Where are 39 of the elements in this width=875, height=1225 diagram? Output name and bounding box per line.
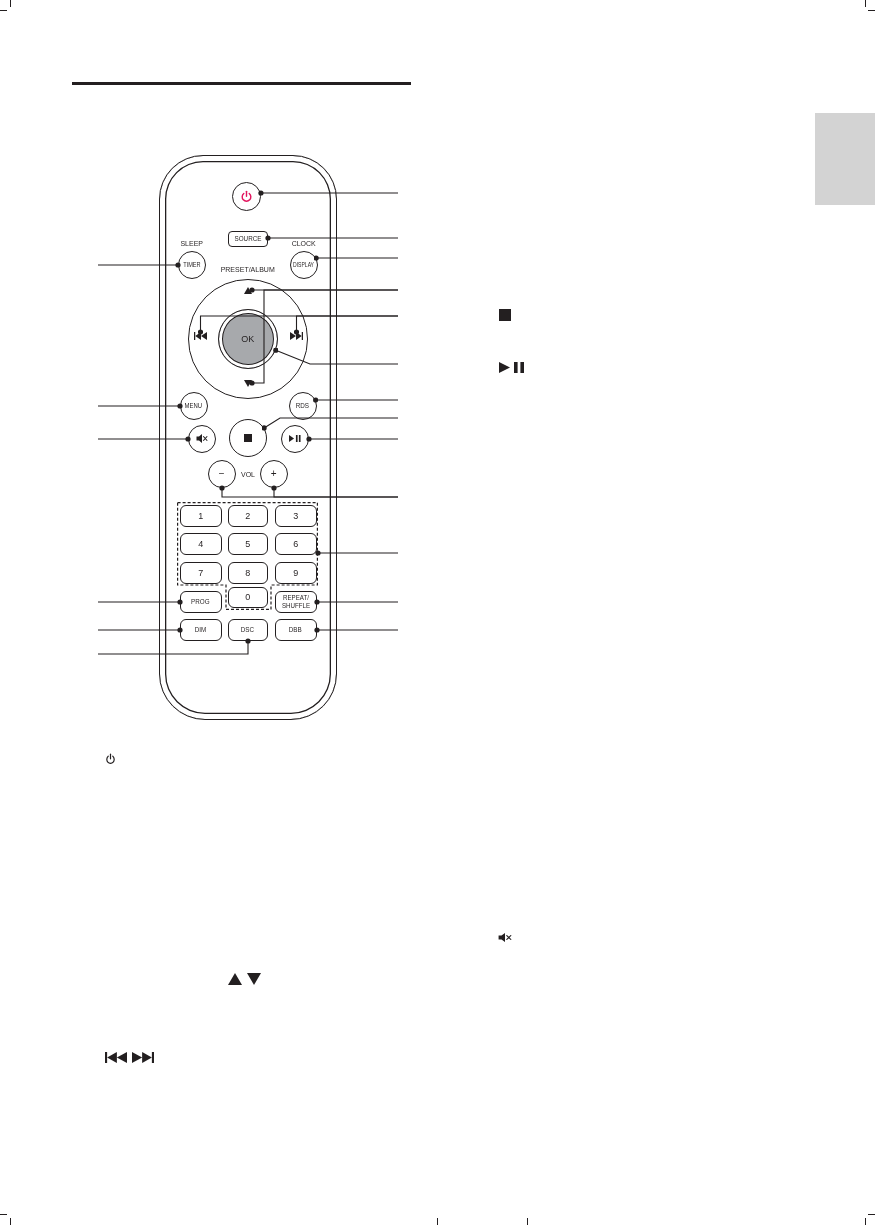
leader-line (97, 403, 183, 409)
number-key: 3 (274, 504, 317, 527)
leader-line (271, 485, 399, 498)
leader-line (265, 235, 399, 241)
number-key: 4 (179, 532, 222, 555)
leader-line (97, 436, 191, 442)
leader-line (314, 627, 399, 633)
leader-line (315, 550, 399, 556)
number-key: 6 (274, 532, 317, 555)
remote-body (159, 155, 337, 720)
leader-line (314, 599, 399, 605)
leader-line (97, 599, 183, 605)
down-triangle-icon (243, 379, 252, 387)
skip-forward-icon (289, 331, 303, 340)
volume-down-button: − (207, 459, 236, 488)
keypad-frame (176, 501, 318, 610)
leader-line (313, 397, 399, 403)
leader-line (97, 627, 183, 633)
skip-back-icon (193, 331, 207, 340)
leader-line (261, 417, 399, 431)
number-key: 1 (179, 504, 222, 527)
number-key: 7 (179, 561, 222, 584)
leader-line (306, 436, 399, 442)
side-tab (815, 113, 875, 205)
number-key: 5 (227, 532, 268, 555)
up-triangle-icon (243, 286, 252, 294)
number-key: 8 (227, 561, 268, 584)
number-key: 2 (227, 504, 268, 527)
volume-up-button: + (259, 459, 288, 488)
leader-line (293, 315, 399, 335)
leader-line (97, 262, 181, 268)
leader-line (313, 255, 399, 261)
leader-line (273, 347, 399, 365)
leader-line (249, 289, 399, 386)
ok-button: OK (217, 308, 278, 369)
leader-line (258, 190, 399, 196)
number-key: 9 (274, 561, 317, 584)
number-key: 0 (227, 586, 268, 608)
leader-line (97, 638, 251, 655)
